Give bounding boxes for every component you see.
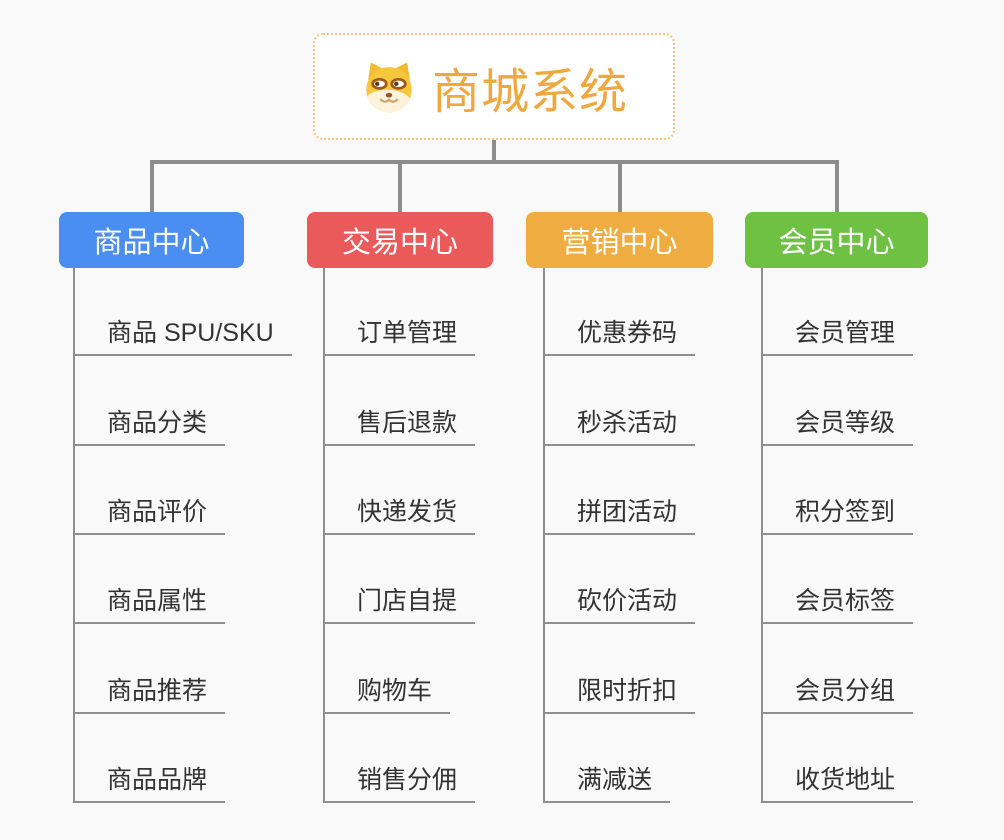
root-node[interactable]: 商城系统 xyxy=(313,33,675,140)
leaf-node[interactable]: 限时折扣 xyxy=(543,674,696,714)
connector-line xyxy=(617,160,622,212)
connector-line xyxy=(398,160,402,212)
dog-face-icon xyxy=(360,58,418,116)
leaf-node[interactable]: 购物车 xyxy=(323,674,451,714)
leaf-node[interactable]: 积分签到 xyxy=(761,495,914,535)
connector-line xyxy=(149,160,154,212)
leaf-node[interactable]: 会员管理 xyxy=(761,316,914,356)
leaf-node[interactable]: 商品属性 xyxy=(73,584,226,624)
leaf-node[interactable]: 秒杀活动 xyxy=(543,406,696,446)
leaf-node[interactable]: 满减送 xyxy=(543,763,671,803)
branch-node[interactable]: 商品中心 xyxy=(59,212,244,268)
leaf-node[interactable]: 商品推荐 xyxy=(73,674,226,714)
leaf-node[interactable]: 会员标签 xyxy=(761,584,914,624)
leaf-node[interactable]: 会员分组 xyxy=(761,674,914,714)
leaf-node[interactable]: 优惠券码 xyxy=(543,316,696,356)
leaf-node[interactable]: 会员等级 xyxy=(761,406,914,446)
branch-spine-line xyxy=(73,268,75,803)
branch-spine-line xyxy=(323,268,325,803)
leaf-node[interactable]: 拼团活动 xyxy=(543,495,696,535)
leaf-node[interactable]: 收货地址 xyxy=(761,763,914,803)
branch-spine-line xyxy=(761,268,763,803)
leaf-node[interactable]: 售后退款 xyxy=(323,406,476,446)
branch-node[interactable]: 营销中心 xyxy=(526,212,713,268)
branch-node[interactable]: 交易中心 xyxy=(307,212,493,268)
leaf-node[interactable]: 商品 SPU/SKU xyxy=(73,316,292,356)
leaf-node[interactable]: 销售分佣 xyxy=(323,763,476,803)
branch-spine-line xyxy=(543,268,545,803)
connector-line xyxy=(492,138,496,164)
root-title: 商城系统 xyxy=(431,65,628,119)
leaf-node[interactable]: 门店自提 xyxy=(323,584,476,624)
connector-line xyxy=(149,160,839,164)
leaf-node[interactable]: 商品分类 xyxy=(73,406,226,446)
leaf-node[interactable]: 砍价活动 xyxy=(543,584,696,624)
branch-node[interactable]: 会员中心 xyxy=(745,212,928,268)
leaf-node[interactable]: 订单管理 xyxy=(323,316,476,356)
leaf-node[interactable]: 商品品牌 xyxy=(73,763,226,803)
leaf-node[interactable]: 快递发货 xyxy=(323,495,476,535)
leaf-node[interactable]: 商品评价 xyxy=(73,495,226,535)
connector-line xyxy=(834,160,839,212)
